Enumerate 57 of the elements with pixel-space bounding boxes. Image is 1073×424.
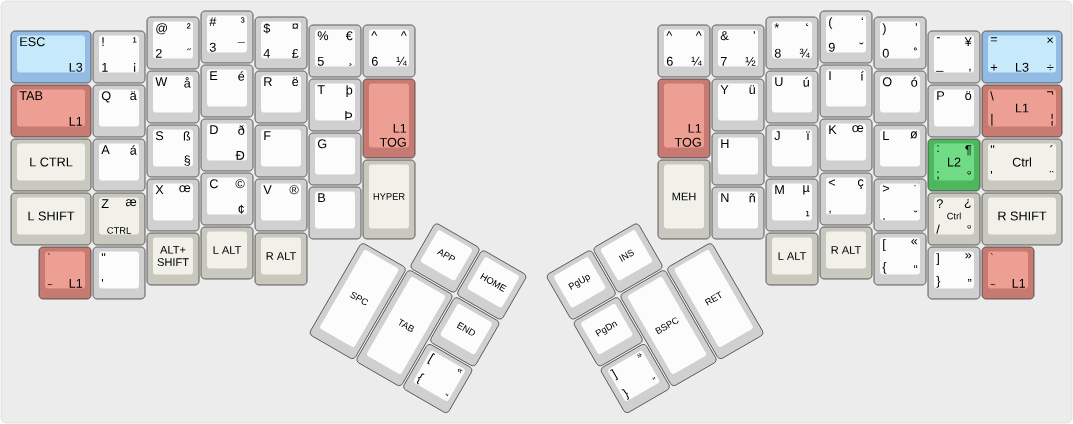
keycap: ^ ^ 6 ¼ [362,24,416,78]
keycap: E é [200,64,254,118]
keycap: G [308,132,362,186]
keycap: D ð Đ [200,118,254,172]
keycap: J ï [765,124,819,178]
keycap: L CTRL [10,138,92,192]
keycap: N ñ [711,186,765,240]
keycap: L ALT [200,226,254,280]
keycap: M µ ¹ [765,178,819,232]
keycap: R ë [254,70,308,124]
keycap: Q ä [92,84,146,138]
keycap: ESC L3 [10,30,92,84]
keycap: ` ~ L1 [38,246,92,300]
keycap: F [254,124,308,178]
keycap: L ø [873,124,927,178]
keycap: [ « { “ [403,344,473,413]
keycap: R SHIFT [981,192,1063,246]
keycap: " ' [92,246,146,300]
keycap: = × + L3 ÷ [981,30,1063,84]
keycap: A á [92,138,146,192]
keycap: R ALT [254,232,308,286]
keycap: L1 TOG [657,78,711,159]
keycap: C © ¢ [200,172,254,226]
keycap: ALT+ SHIFT [146,232,200,286]
keycap: : ¶ L2 ; ° [927,138,981,192]
keycap: [ « { “ [873,232,927,286]
keycap: Z æ CTRL [92,192,146,246]
keycap: T þ Þ [308,78,362,132]
keycap: B [308,186,362,240]
keycap: TAB L1 [10,84,92,138]
keycap: ] » } ” [927,246,981,300]
keycap: V ® [254,178,308,232]
keycap: - ¥ _ , [927,30,981,84]
keycap: P ö [927,84,981,138]
keycap: < ç , [819,172,873,226]
keycap: > ˙ . ˇ [873,178,927,232]
keycap: HYPER [362,159,416,240]
keycap: R ALT [819,226,873,280]
keycap: Y ü [711,78,765,132]
keycap: ^ ^ 6 ¼ [657,24,711,78]
keycap: I í [819,64,873,118]
keycap: L SHIFT [10,192,92,246]
keycap: K œ [819,118,873,172]
keycap: ` ~ L1 [981,246,1035,300]
keycap: L ALT [765,232,819,286]
keycap: W å [146,70,200,124]
keycap: O ó [873,70,927,124]
keycap: L1 TOG [362,78,416,159]
keycap: # ³ 3 ¯ [200,10,254,64]
keycap: H [711,132,765,186]
keycap: U ú [765,70,819,124]
keycap: ] » } ” [600,344,670,413]
keycap: \ ¬ | L1 ¦ [981,84,1063,138]
keycap: X œ [146,178,200,232]
keycap: " ´ Ctrl ' ¨ [981,138,1063,192]
keycap: MEH [657,159,711,240]
keycap: ? ¿ Ctrl / ° [927,192,981,246]
